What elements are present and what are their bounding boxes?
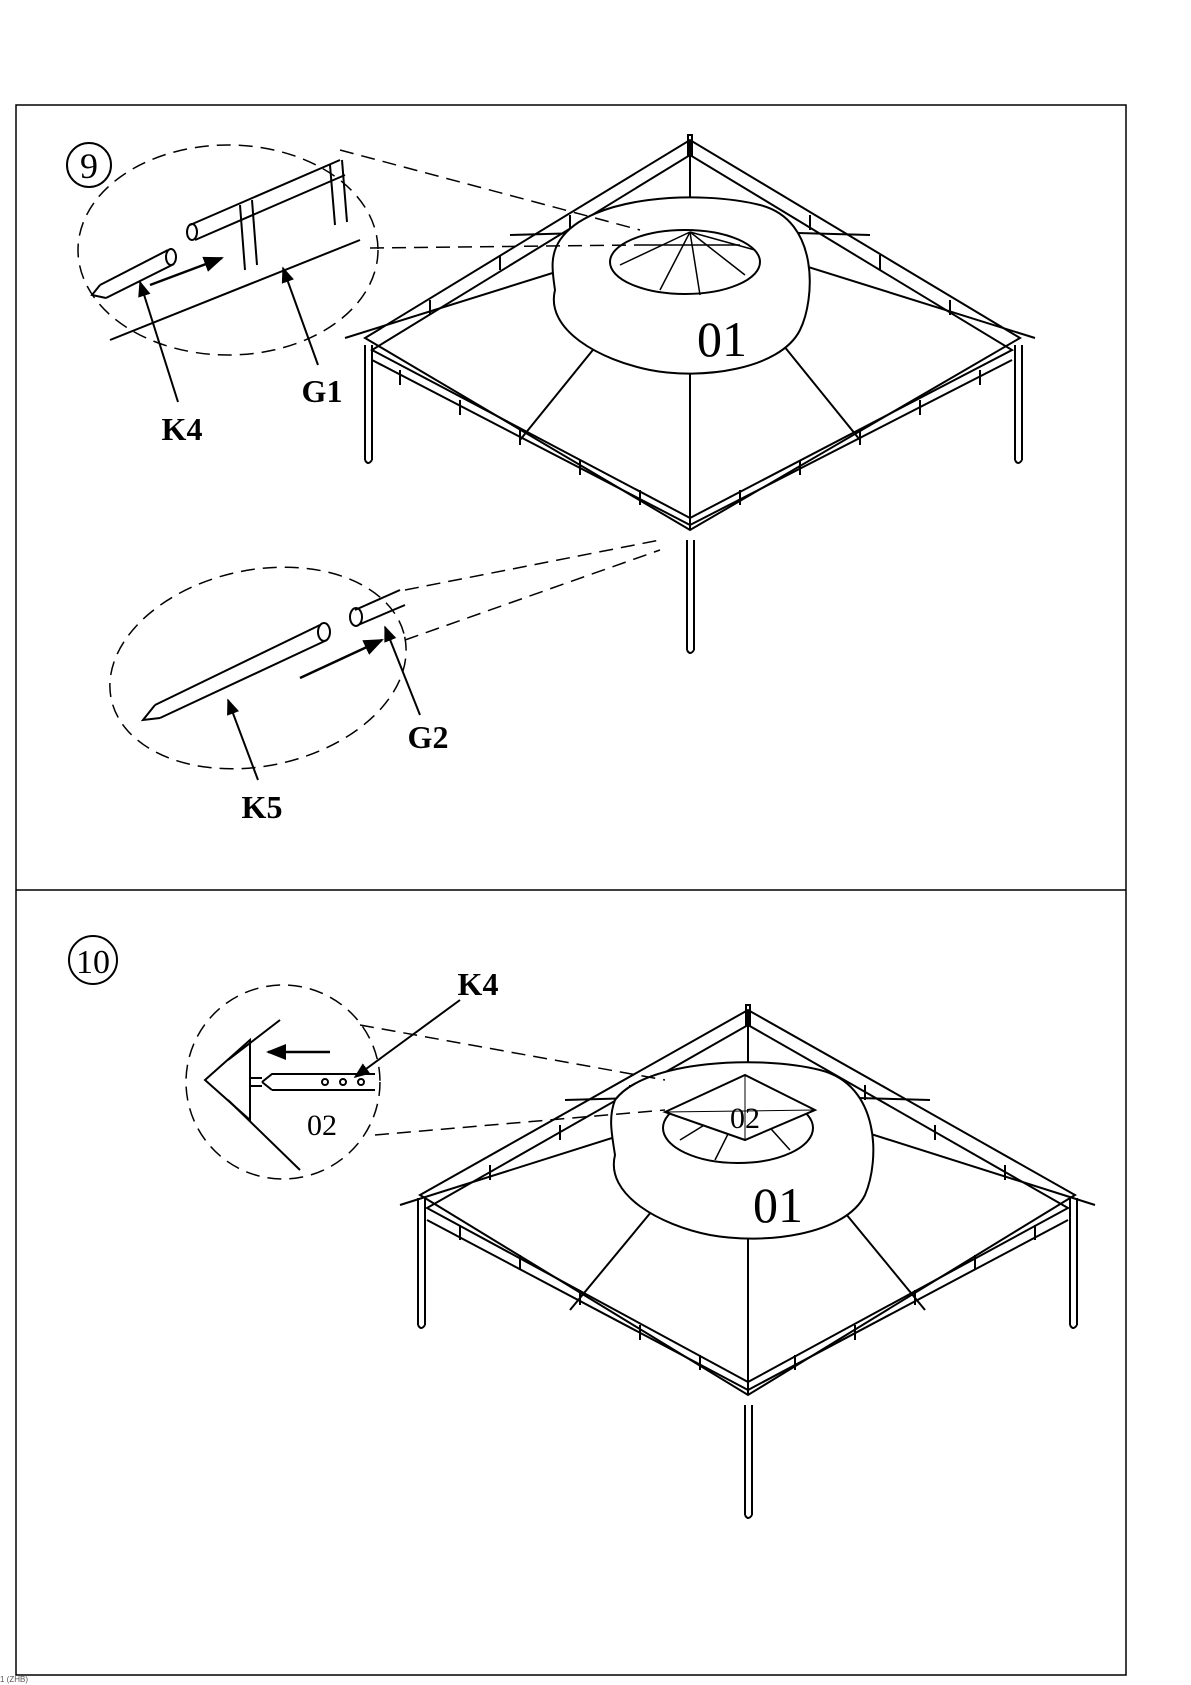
- cap-cross-section: [205, 1020, 300, 1170]
- insert-arrow-bottom: [300, 640, 382, 678]
- pole-k4: [92, 249, 176, 298]
- leader-k4: [355, 1000, 460, 1077]
- detail-leader-lines-bottom: [405, 540, 660, 640]
- step-9: 9: [67, 135, 1035, 825]
- callout-g2: G2: [408, 719, 449, 755]
- callout-k5: K5: [242, 789, 283, 825]
- pole-k5: [143, 623, 330, 720]
- canopy-label: 01: [753, 1177, 803, 1233]
- detail-bubble: [186, 985, 380, 1179]
- leader-k4: [140, 282, 178, 402]
- leader-g1: [283, 268, 318, 365]
- page-footer: 1 (ZHB): [0, 1675, 28, 1684]
- callout-g1: G1: [302, 373, 343, 409]
- frame-tube-g1: [110, 160, 360, 340]
- pole-k4-tip: [262, 1074, 375, 1090]
- canopy-opening: [610, 230, 760, 294]
- callout-k4: K4: [162, 411, 203, 447]
- top-cap-label: 02: [730, 1102, 760, 1135]
- step-number: 10: [76, 944, 110, 981]
- canopy-label: 01: [697, 311, 747, 367]
- step-10: 10: [69, 936, 1095, 1518]
- leader-g2: [385, 627, 420, 715]
- callout-k4: K4: [458, 966, 499, 1002]
- detail-label-02: 02: [307, 1109, 337, 1142]
- detail-bubble-bottom: [91, 541, 425, 795]
- step-number: 9: [80, 146, 98, 186]
